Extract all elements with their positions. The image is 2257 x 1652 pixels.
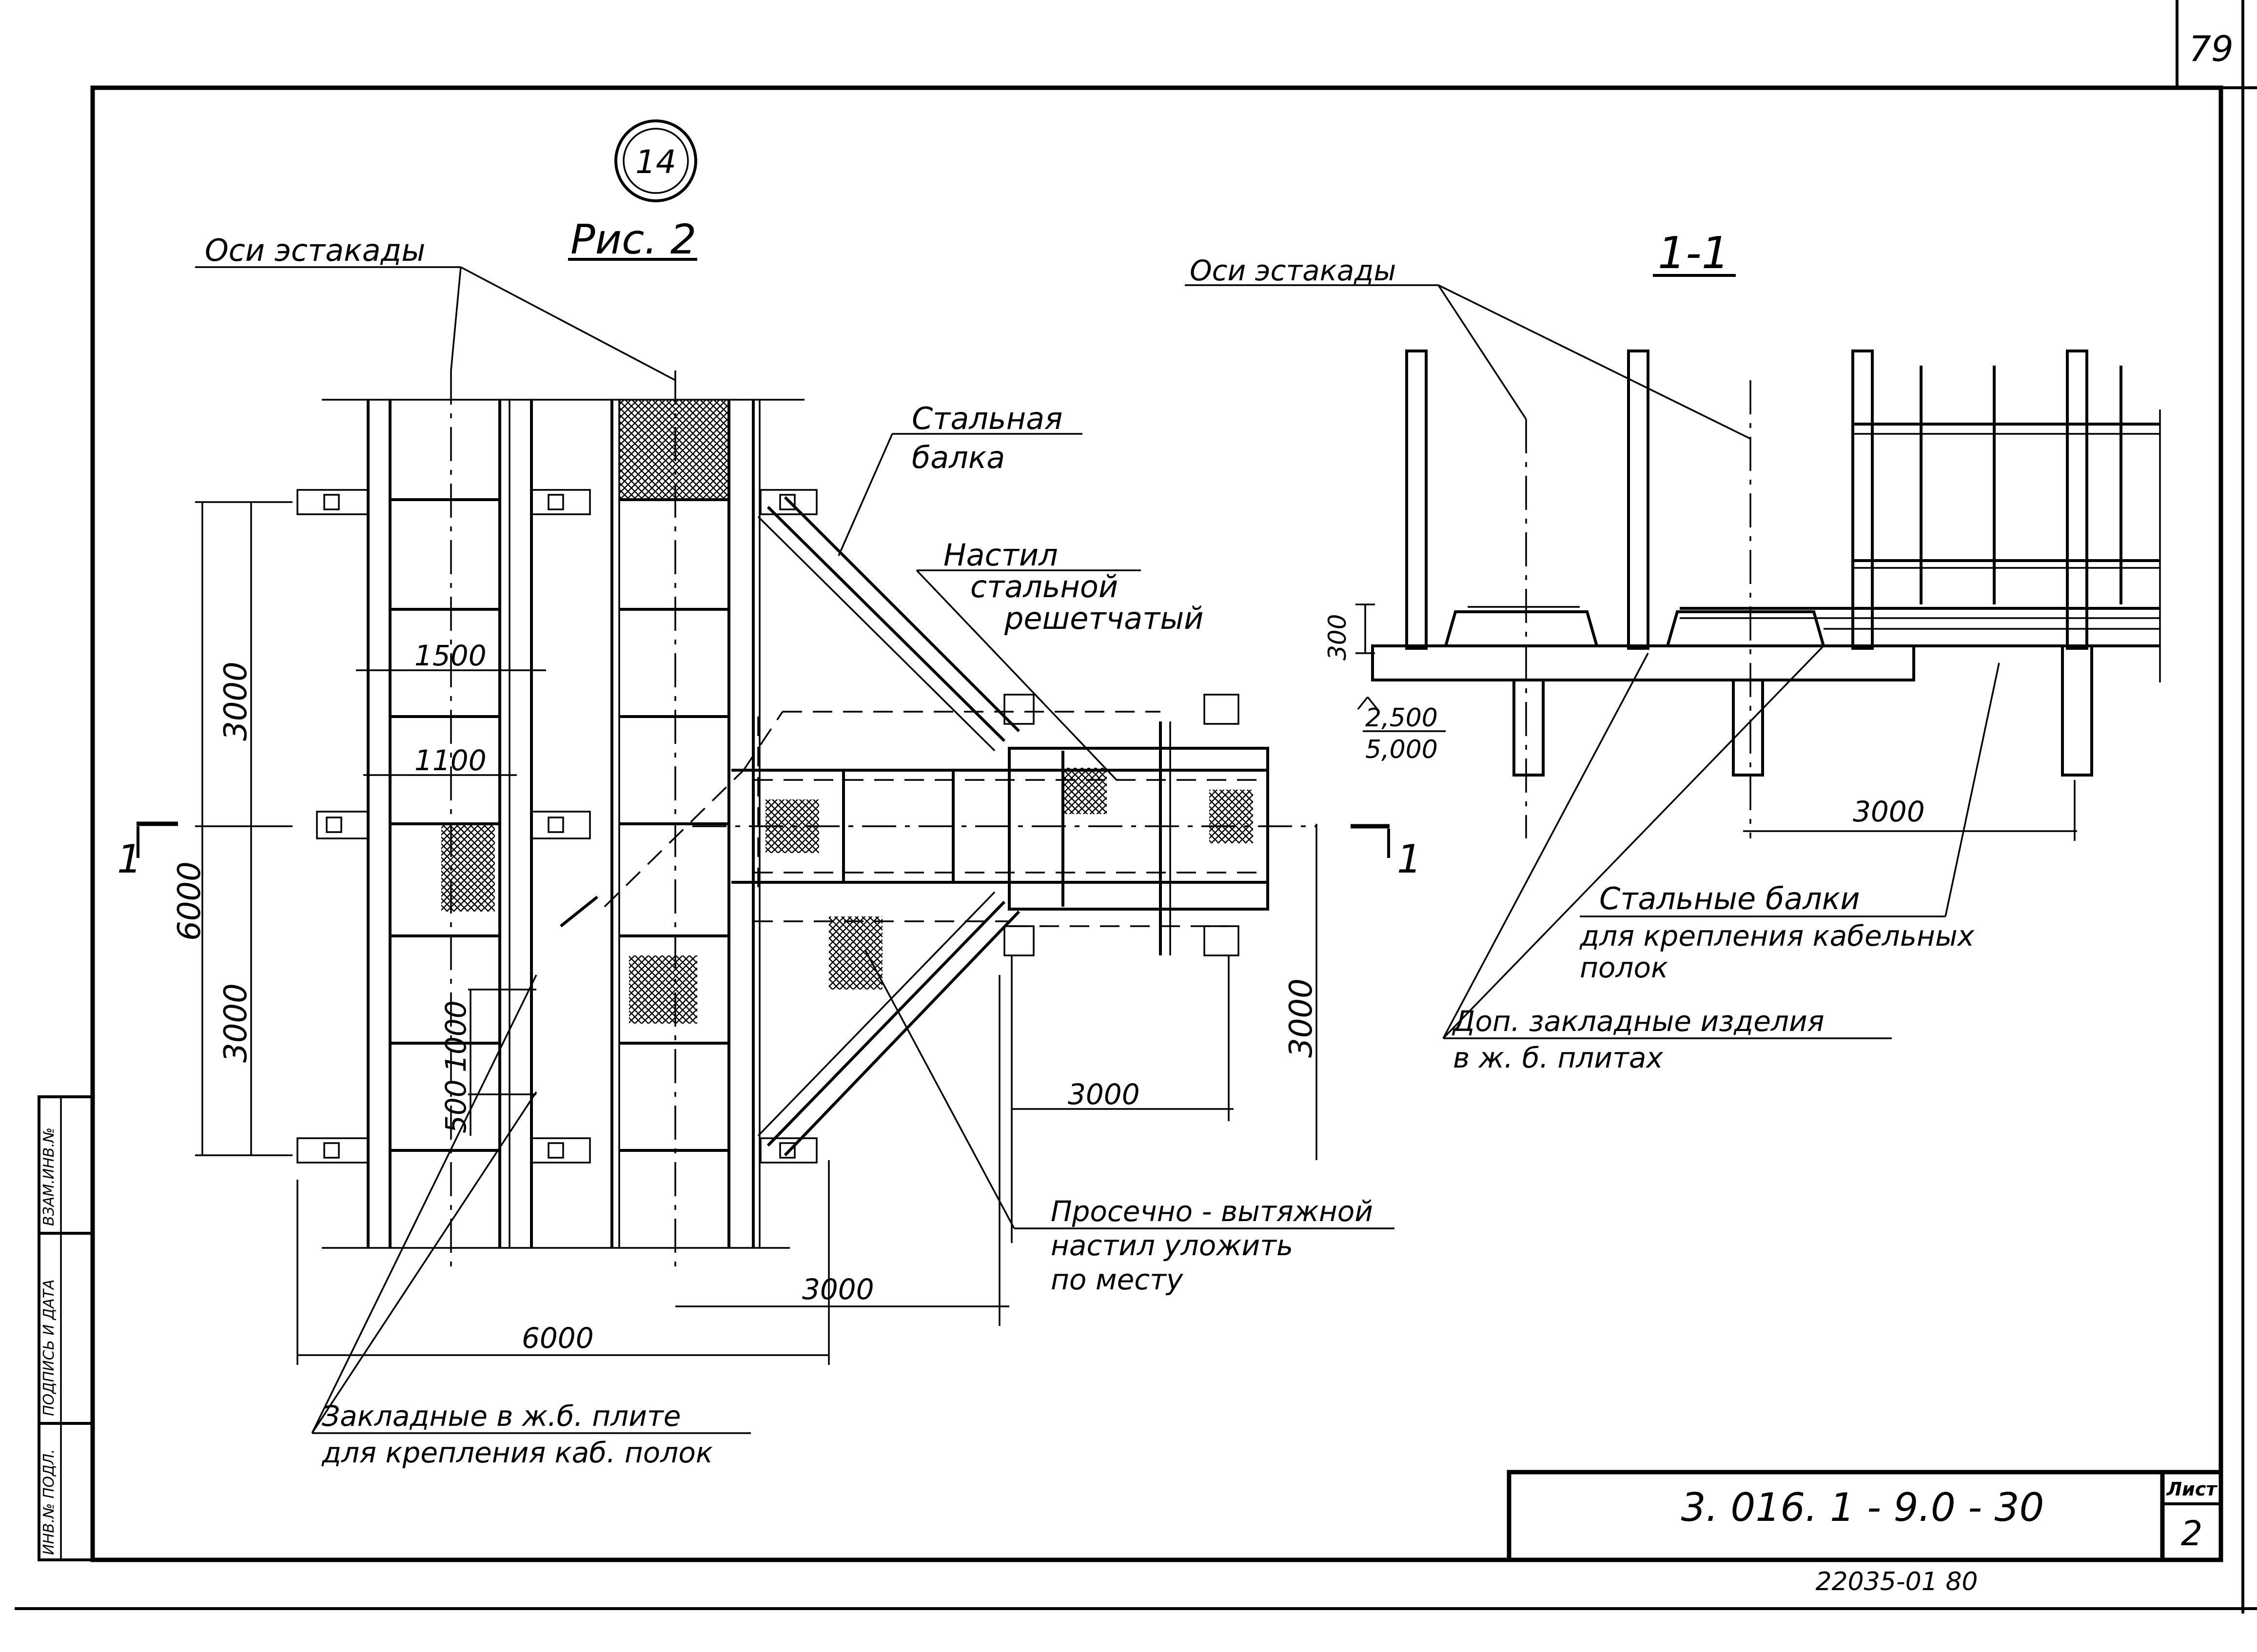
stamp-signature-date: ПОДПИСЬ И ДАТА	[40, 1280, 58, 1416]
plan-section-markers	[137, 821, 1390, 858]
sheet-frame	[15, 0, 2257, 1613]
figure-badge-number: 14	[635, 143, 676, 181]
section-level-bottom: 5,000	[1365, 735, 1438, 764]
title-block	[1507, 1470, 2223, 1562]
sheet-number: 2	[2181, 1514, 2203, 1554]
side-stamp	[38, 1095, 94, 1561]
section-leaders	[1442, 645, 2000, 1039]
note-steel-beams-3: полок	[1580, 951, 1668, 984]
section-structure	[1355, 350, 2161, 841]
section-dim-300: 300	[1323, 614, 1352, 661]
note-steel-beam-2: балка	[912, 440, 1005, 475]
note-expanded-1: Просечно - вытяжной	[1051, 1195, 1373, 1228]
plan-axes-label: Оси эстакады	[205, 233, 425, 268]
plan-branch	[604, 496, 1316, 1157]
dim-3000-vertical-bottom: 3000	[218, 983, 254, 1063]
dim-3000-vertical-top: 3000	[218, 661, 254, 741]
dim-3000-vertical-right: 3000	[1283, 978, 1319, 1058]
archive-code: 22035-01 80	[1815, 1567, 1978, 1596]
note-steel-beams-1: Стальные балки	[1599, 881, 1860, 916]
section-axes-leader	[1185, 284, 1751, 440]
stamp-vzam-inv: ВЗАМ.ИНВ.№	[40, 1127, 58, 1226]
figure-title: Рис. 2	[570, 215, 696, 263]
section-level-top: 2,500	[1365, 703, 1438, 733]
note-decking-3: решетчатый	[1004, 601, 1203, 636]
dim-1000: 1000	[439, 1000, 472, 1072]
plan-leaders	[311, 433, 1394, 1434]
section-dim-3000: 3000	[1853, 795, 1925, 828]
note-expanded-2: настил уложить	[1051, 1229, 1293, 1262]
dim-1100: 1100	[414, 744, 487, 777]
plan-axes-leader	[195, 266, 676, 381]
sheet-label: Лист	[2166, 1478, 2218, 1500]
plan-dimension-lines	[195, 501, 1317, 1365]
section-mark-right: 1	[1397, 836, 1422, 882]
section-mark-left: 1	[117, 836, 142, 882]
note-decking-2: стальной	[970, 569, 1118, 604]
doc-code: 3. 016. 1 - 9.0 - 30	[1681, 1485, 2044, 1530]
note-extra-embedded-2: в ж. б. плитах	[1453, 1041, 1663, 1074]
figure-badge	[614, 119, 697, 202]
plan-trestle	[296, 370, 818, 1267]
dim-3000-bottom: 3000	[802, 1273, 874, 1306]
dim-6000-horizontal: 6000	[522, 1322, 594, 1355]
section-title: 1-1	[1658, 228, 1729, 279]
dim-3000-branch-width: 3000	[1068, 1078, 1140, 1111]
dim-500: 500	[439, 1079, 472, 1133]
dim-1500: 1500	[414, 639, 487, 672]
section-axes-label: Оси эстакады	[1190, 254, 1396, 287]
note-embedded-2: для крепления каб. полок	[321, 1436, 713, 1469]
page-number: 79	[2189, 28, 2234, 69]
dim-6000-vertical: 6000	[172, 861, 208, 941]
note-decking-1: Настил	[943, 537, 1058, 573]
note-steel-beam-1: Стальная	[912, 401, 1062, 436]
note-embedded-1: Закладные в ж.б. плите	[322, 1399, 681, 1433]
note-extra-embedded-1: Доп. закладные изделия	[1452, 1005, 1825, 1038]
note-steel-beams-2: для крепления кабельных	[1579, 919, 1975, 952]
note-expanded-3: по месту	[1051, 1263, 1183, 1296]
stamp-inv-podl: ИНВ.№ ПОДЛ.	[40, 1449, 58, 1555]
